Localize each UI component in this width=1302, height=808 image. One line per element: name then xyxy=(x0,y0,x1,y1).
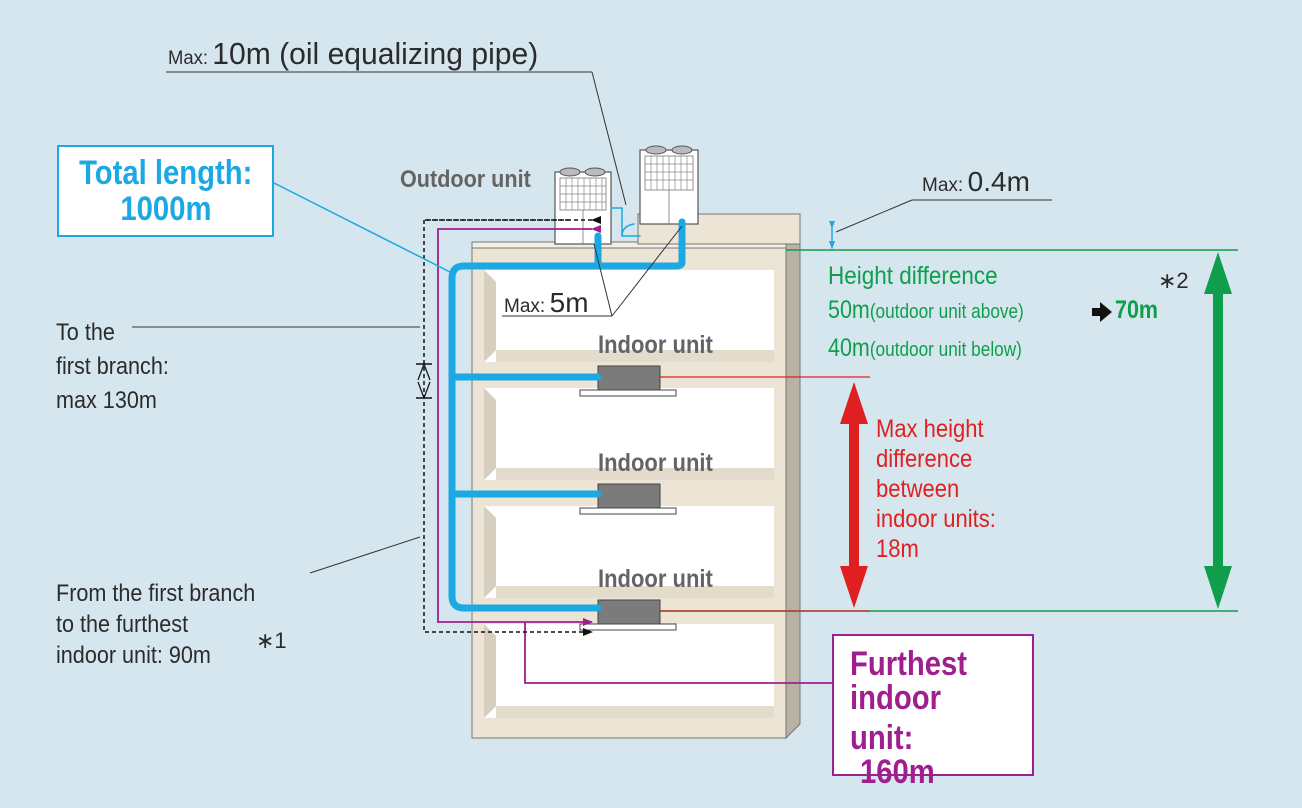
branch-furthest-line3: indoor unit: 90m xyxy=(56,642,211,669)
indoor-unit-3 xyxy=(579,599,677,631)
furthest-line2: indoor unit: xyxy=(850,679,941,757)
indoor-height-line3: between xyxy=(876,475,960,503)
below-value: 40m xyxy=(828,334,870,362)
furthest-indoor-box: Furthest indoor unit: 160m xyxy=(832,634,1034,791)
branch-to-furthest-label: From the first branch to the furthest in… xyxy=(56,578,277,671)
floor-window-3 xyxy=(484,506,774,598)
building-side-face xyxy=(785,214,801,740)
roof-parapet xyxy=(637,213,801,245)
floor-window-4 xyxy=(484,624,774,718)
height-difference-title: Height difference xyxy=(828,262,998,290)
indoor-unit-1 xyxy=(579,365,677,397)
above-value: 50m xyxy=(828,296,870,324)
first-branch-line1: To the xyxy=(56,319,115,346)
below-text: (outdoor unit below) xyxy=(869,339,1022,361)
outdoor-unit-right xyxy=(639,145,699,225)
first-branch-line3: max 130m xyxy=(56,387,157,414)
total-length-box: Total length: 1000m xyxy=(57,145,274,237)
outdoor-spacing-prefix: Max: xyxy=(922,175,964,196)
indoor-unit-label-3: Indoor unit xyxy=(598,565,713,593)
between-outdoor-prefix: Max: xyxy=(504,296,546,317)
between-outdoor-value: 5m xyxy=(549,287,589,318)
height-difference-above: 50m(outdoor unit above) xyxy=(828,298,1056,323)
outdoor-spacing-label: Max: 0.4m xyxy=(922,168,1030,196)
height-difference-extended: 70m xyxy=(1115,296,1159,324)
outdoor-height-indicator xyxy=(660,249,1238,612)
oil-pipe-value: 10m (oil equalizing pipe) xyxy=(212,36,539,71)
height-difference-below: 40m(outdoor unit below) xyxy=(828,336,1053,361)
height-difference-note: ∗2 xyxy=(1158,268,1189,293)
above-text: (outdoor unit above) xyxy=(869,301,1024,323)
indoor-unit-label-1: Indoor unit xyxy=(598,331,713,359)
furthest-line1: Furthest xyxy=(850,645,967,683)
oil-pipe-prefix: Max: xyxy=(168,48,208,69)
furthest-line3: 160m xyxy=(860,753,935,791)
branch-furthest-line1: From the first branch xyxy=(56,580,256,607)
indoor-height-line5: 18m xyxy=(876,535,919,563)
branch-furthest-note: ∗1 xyxy=(256,628,287,653)
extends-to-arrow-icon xyxy=(1092,302,1112,322)
oil-pipe-label: Max: 10m (oil equalizing pipe) xyxy=(168,38,550,69)
first-branch-path xyxy=(416,216,601,636)
indoor-unit-label-2: Indoor unit xyxy=(598,449,713,477)
indoor-height-label: Max height difference between indoor uni… xyxy=(876,414,1012,564)
between-outdoor-label: Max: 5m xyxy=(504,289,589,317)
outdoor-spacing-value: 0.4m xyxy=(967,166,1030,197)
indoor-height-line1: Max height xyxy=(876,415,984,443)
indoor-height-line2: difference xyxy=(876,445,973,473)
leader-lines xyxy=(132,71,1052,574)
outdoor-unit-label: Outdoor unit xyxy=(400,166,531,193)
indoor-unit-2 xyxy=(579,483,677,515)
first-branch-label: To the first branch: max 130m xyxy=(56,316,181,418)
total-length-value: 1000m xyxy=(119,190,212,228)
outdoor-unit-left xyxy=(554,167,612,245)
branch-furthest-line2: to the furthest xyxy=(56,611,189,638)
indoor-height-line4: indoor units: xyxy=(876,505,996,533)
first-branch-line2: first branch: xyxy=(56,353,169,380)
floor-window-2 xyxy=(484,388,774,480)
furthest-path xyxy=(437,225,840,684)
indoor-height-indicator xyxy=(660,376,870,612)
total-length-title: Total length: xyxy=(78,154,253,192)
